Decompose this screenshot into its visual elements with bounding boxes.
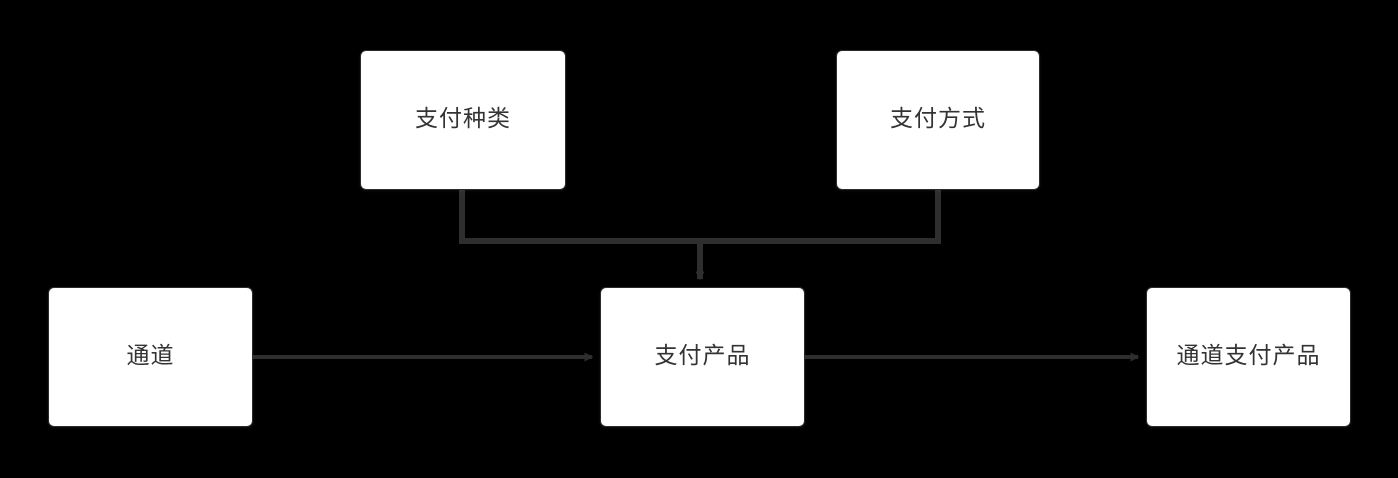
node-channel-payment-product-label: 通道支付产品 xyxy=(1176,343,1321,370)
node-payment-method[interactable]: 支付方式 xyxy=(836,50,1040,190)
node-channel-label: 通道 xyxy=(126,343,175,370)
edge-payment-type-to-product xyxy=(459,190,700,244)
edge-payment-method-to-product xyxy=(700,190,941,244)
node-payment-type-label: 支付种类 xyxy=(415,106,511,133)
node-channel-payment-product[interactable]: 通道支付产品 xyxy=(1146,287,1351,427)
node-channel[interactable]: 通道 xyxy=(48,287,253,427)
node-payment-product[interactable]: 支付产品 xyxy=(600,287,805,427)
node-payment-type[interactable]: 支付种类 xyxy=(360,50,566,190)
node-payment-method-label: 支付方式 xyxy=(890,106,986,133)
node-payment-product-label: 支付产品 xyxy=(654,343,751,370)
